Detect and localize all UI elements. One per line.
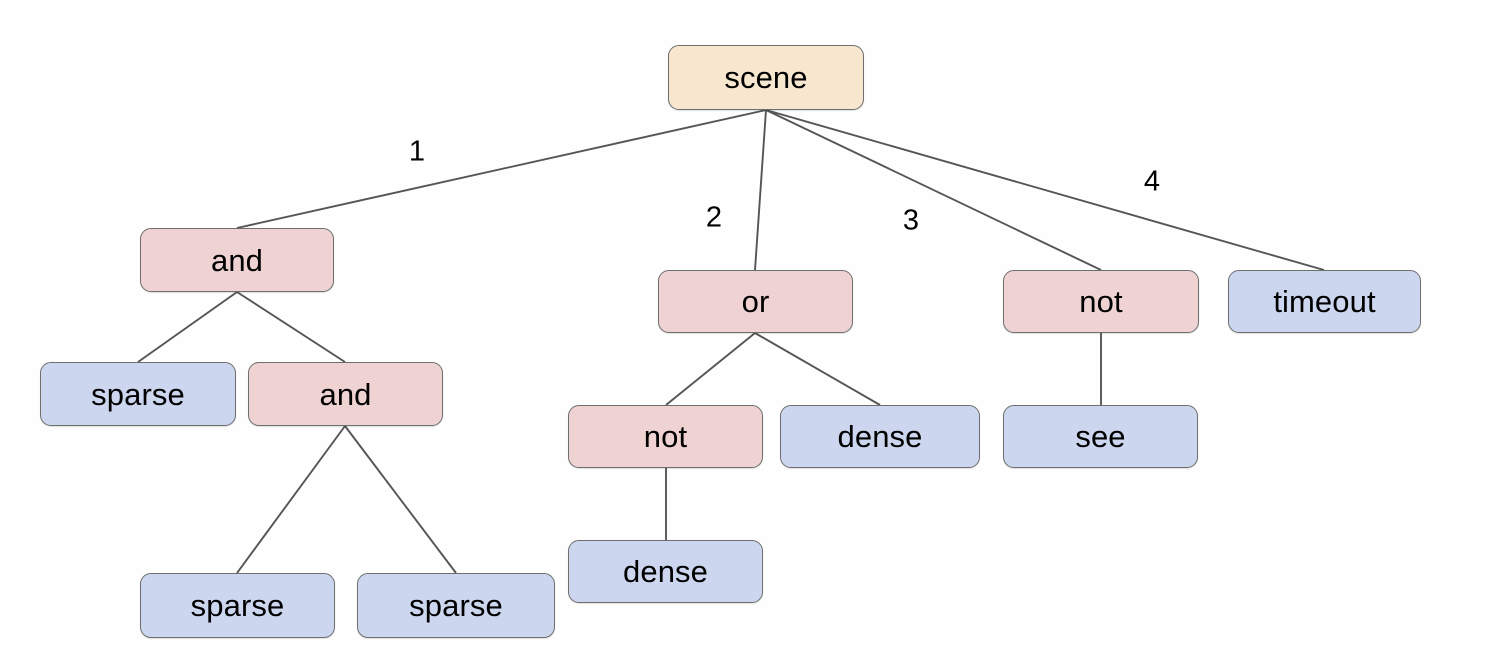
tree-edge [665,332,756,406]
tree-node-and1[interactable]: and [140,228,334,292]
tree-node-not1[interactable]: not [1003,270,1199,333]
tree-edge [236,425,346,574]
tree-node-sparse2[interactable]: sparse [140,573,335,638]
edge-label-1: 1 [408,135,426,168]
tree-edge [754,109,767,271]
tree-node-dense2[interactable]: dense [568,540,763,603]
tree-node-sparse3[interactable]: sparse [357,573,555,638]
tree-node-timeout1[interactable]: timeout [1228,270,1421,333]
tree-edge [344,425,457,574]
edge-label-3: 3 [902,204,920,237]
tree-edge [236,291,346,363]
tree-edge [765,109,1102,271]
tree-node-scene[interactable]: scene [668,45,864,110]
tree-node-sparse1[interactable]: sparse [40,362,236,426]
tree-edge [754,332,881,406]
tree-node-or1[interactable]: or [658,270,853,333]
tree-node-not2[interactable]: not [568,405,763,468]
edge-label-4: 4 [1143,165,1161,198]
tree-edge [236,109,767,229]
tree-node-and2[interactable]: and [248,362,443,426]
tree-edge [765,109,1325,271]
tree-node-dense1[interactable]: dense [780,405,980,468]
tree-edge [137,291,238,363]
edge-label-2: 2 [705,201,723,234]
tree-node-see1[interactable]: see [1003,405,1198,468]
